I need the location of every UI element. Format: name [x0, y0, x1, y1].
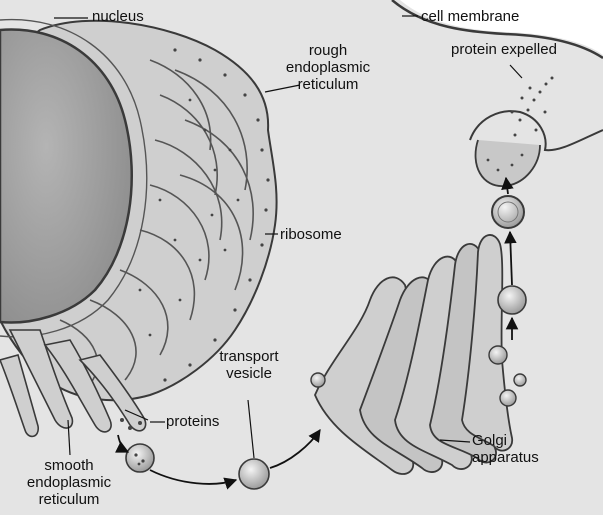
label-golgi: Golgi apparatus [472, 432, 539, 466]
label-rough-er: rough endoplasmic reticulum [278, 42, 378, 93]
label-cell-membrane: cell membrane [421, 8, 519, 25]
transport-vesicle [239, 459, 269, 489]
label-nucleus: nucleus [92, 8, 144, 25]
label-transport-vesicle: transport vesicle [204, 348, 294, 382]
secretory-vesicle-1 [498, 286, 526, 314]
label-proteins: proteins [166, 413, 219, 430]
label-ribosome: ribosome [280, 226, 342, 243]
label-smooth-er: smooth endoplasmic reticulum [4, 457, 134, 508]
secretory-vesicle-2 [492, 196, 524, 228]
label-protein-expelled: protein expelled [451, 41, 557, 58]
